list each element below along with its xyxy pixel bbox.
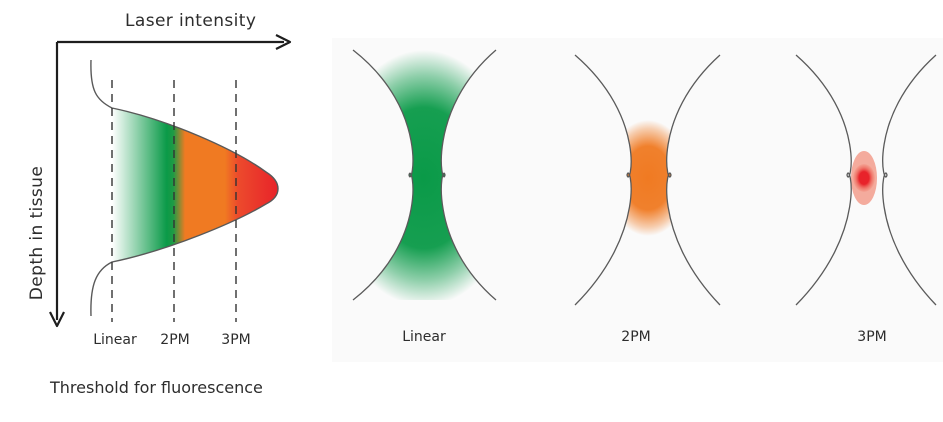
threshold-label-2pm: 2PM (160, 332, 189, 348)
intensity-profile-fill (112, 108, 278, 262)
intensity-profile-panel: Laser intensity Depth in tissue Linear 2… (27, 11, 292, 397)
y-axis-arrowhead (49, 311, 65, 328)
2pm-beam-left-edge (574, 54, 632, 306)
2pm-beam-right-edge (666, 54, 721, 306)
panel-label-linear: Linear (402, 329, 446, 345)
x-axis-arrowhead (275, 34, 292, 50)
panel-label-3pm: 3PM (857, 329, 886, 345)
threshold-label-3pm: 3PM (221, 332, 250, 348)
linear-beam-right-edge (440, 49, 497, 301)
beam-panel-3pm: 3PM (795, 54, 937, 345)
panel-label-2pm: 2PM (621, 329, 650, 345)
y-axis-label: Depth in tissue (27, 166, 47, 300)
3pm-beam-left-edge (795, 54, 852, 306)
x-axis-label: Laser intensity (125, 11, 256, 31)
linear-beam-left-edge (352, 49, 414, 301)
3pm-fluorescence-spot (853, 164, 875, 192)
3pm-beam-right-edge (882, 54, 937, 306)
threshold-label-linear: Linear (93, 332, 137, 348)
threshold-caption: Threshold for fluorescence (49, 378, 263, 397)
